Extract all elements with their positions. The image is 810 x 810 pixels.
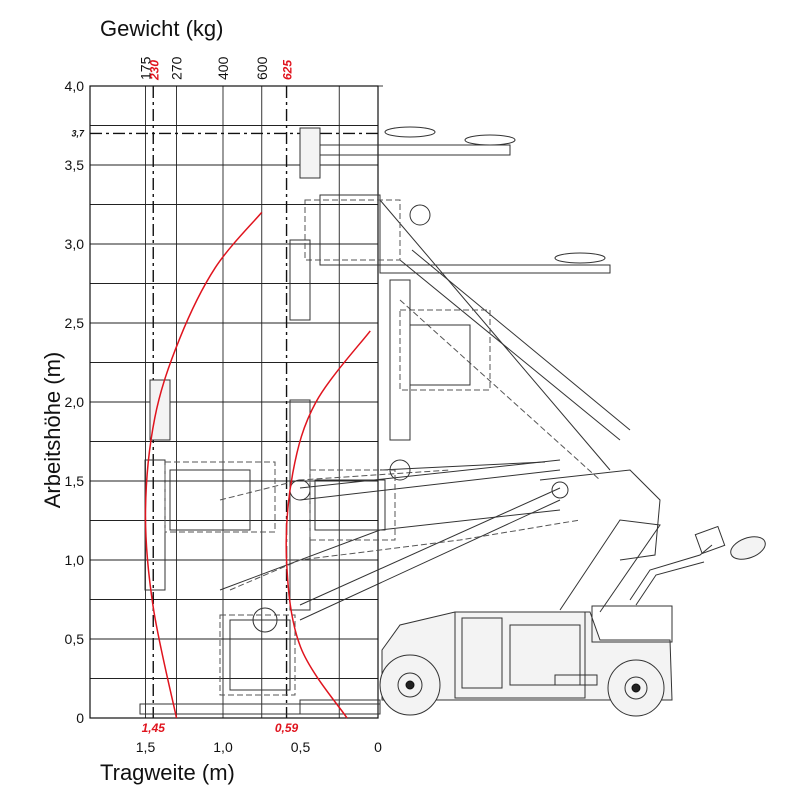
height-tick-label: 4,0 [65,78,85,94]
height-tick-label: 1,0 [65,552,85,568]
weight-axis-title: Gewicht (kg) [100,16,223,41]
capacity-curve-1 [144,211,263,719]
reach-tick-label: 0 [374,739,382,755]
weight-tick-label: 230 [147,60,161,81]
height-marker-label: 3,7 [71,128,85,138]
machine-battery-box [454,611,586,699]
height-tick-label: 2,5 [65,315,85,331]
reach-axis-title: Tragweite (m) [100,760,235,785]
height-tick-label: 0,5 [65,631,85,647]
weight-tick-label: 270 [169,56,185,80]
reach-marker-label: 1,45 [142,721,166,735]
weight-tick-label: 400 [215,56,231,80]
weight-tick-label: 175 [138,56,154,80]
capacity-curve-2 [285,330,371,719]
upper-boom [399,259,621,441]
height-tick-label: 1,5 [65,473,85,489]
weight-tick-label: 600 [254,56,270,80]
reach-tick-label: 1,0 [213,739,233,755]
weight-tick-label: 625 [281,60,295,80]
chart-frame [89,85,379,719]
load-curves [144,211,371,719]
tiller-handle [629,544,713,601]
height-tick-label: 3,5 [65,157,85,173]
chart-grid [89,85,383,719]
height-axis-title: Arbeitshöhe (m) [40,352,65,509]
height-tick-label: 3,0 [65,236,85,252]
reach-tick-label: 0,5 [291,739,311,755]
machine-mast [559,519,661,613]
lifting-machine-illustration [139,126,766,717]
machine-control-box [591,605,673,643]
height-tick-label: 2,0 [65,394,85,410]
height-tick-label: 0 [76,710,84,726]
reach-tick-label: 1,5 [136,739,156,755]
middle-boom [299,469,561,501]
lower-boom [299,499,561,621]
reach-marker-label: 0,59 [275,721,299,735]
